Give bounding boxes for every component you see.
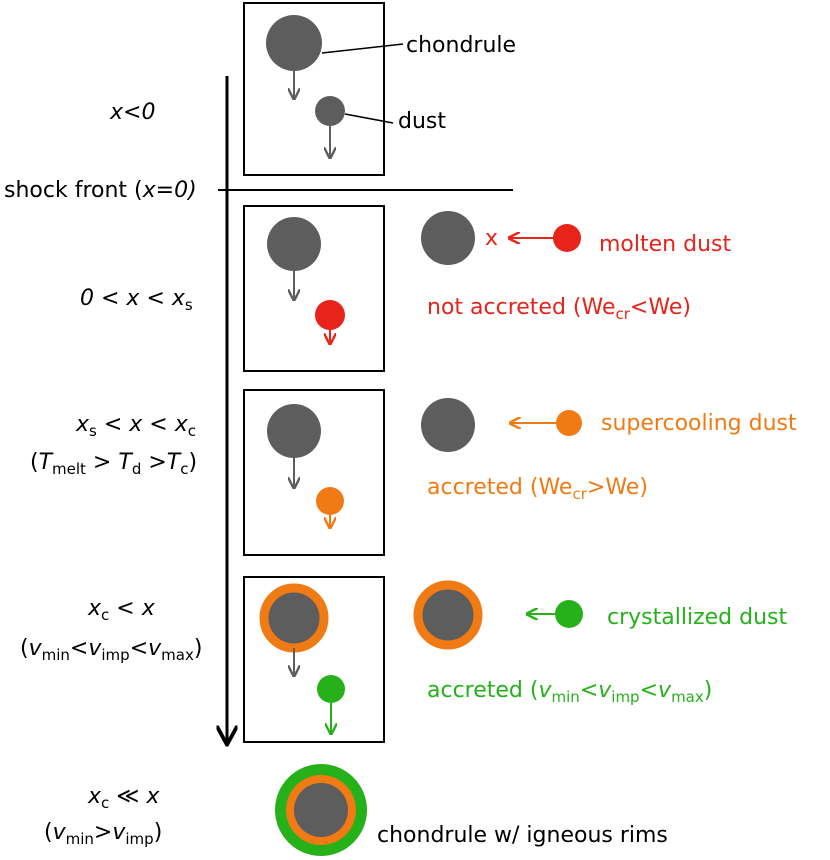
supercooling-dust-circle [316,487,344,515]
chondrule-circle [421,398,475,452]
stage-condition-velocity-final: (vmin>vimp) [44,820,162,848]
chondrule-circle [267,217,321,271]
dust-label: dust [398,109,446,134]
chondrule-circle [421,211,475,265]
panel-crystallized [243,576,385,743]
dust-circle [315,96,345,126]
stage-label-rimmed: xc ≪ x [87,784,160,812]
supercooling-dust-circle [556,410,582,436]
not-accreted-label: not accreted (Wecr<We) [427,295,691,323]
panel-pre-shock [243,2,385,176]
igneous-rims-label: chondrule w/ igneous rims [377,823,668,848]
molten-dust-circle [553,224,581,252]
molten-dust-label: molten dust [599,232,731,257]
crystallized-dust-label: crystallized dust [607,605,787,630]
stage-condition-velocity: (vmin<vimp<vmax) [20,636,202,664]
bounce-x-mark: x [485,226,498,251]
dust-leader-line [344,113,394,124]
stage-label-molten: 0 < x < xs [80,286,193,314]
rimmed-chondrule-circle [259,583,329,653]
stage-label-pre-shock: x<0 [109,100,155,125]
stage-condition-temperature: (Tmelt > Td >Tc) [30,450,197,478]
stage-label-supercooling: xs < x < xc [75,412,196,440]
crystallized-dust-circle [317,675,345,703]
panel-molten [243,205,385,372]
chondrule-leader-line [321,43,404,54]
rimmed-chondrule-circle [413,580,483,650]
accreted-label: accreted (Wecr>We) [427,475,648,503]
chondrule-circle [267,404,321,458]
chondrule-circle [266,15,322,71]
chondrule-core-circle [294,783,348,837]
stage-label-crystallized: xc < x [87,596,156,624]
molten-dust-circle [315,300,345,330]
accreted-velocity-label: accreted (vmin<vimp<vmax) [427,678,712,706]
supercooling-dust-label: supercooling dust [601,411,797,436]
chondrule-label: chondrule [406,33,516,58]
shock-front-label: shock front (x=0) [4,178,197,203]
crystallized-dust-circle [555,600,583,628]
panel-supercooling [243,389,385,556]
